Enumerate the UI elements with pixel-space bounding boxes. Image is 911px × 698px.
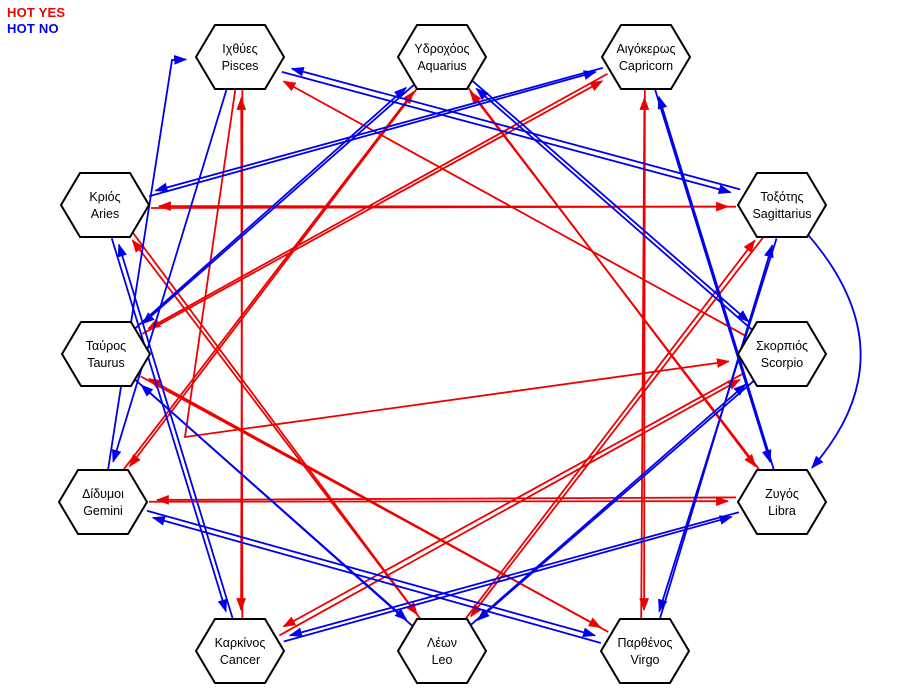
node-label-english-gemini: Gemini (83, 504, 123, 518)
node-label-greek-aquarius: Υδροχόος (414, 42, 469, 56)
edge-libra-capricorn-no (657, 95, 775, 470)
legend-item-hot-no: HOT NO (7, 21, 59, 36)
node-shape-pisces (194, 24, 286, 90)
edge-capricorn-taurus-yes (147, 72, 608, 330)
edge-virgo-taurus-yes (148, 378, 609, 633)
edge-gemini-virgo-no (146, 509, 597, 638)
node-label-english-capricorn: Capricorn (619, 59, 673, 73)
node-label-greek-virgo: Παρθένος (617, 636, 672, 650)
node-label-greek-capricorn: Αιγόκερως (616, 42, 675, 56)
node-shape-cancer (194, 618, 286, 684)
node-label-english-aries: Aries (91, 207, 119, 221)
edge-capricorn-aries-no (154, 67, 604, 193)
edge-cancer-libra-no (283, 515, 733, 643)
edge-pisces-scorpio-yes (183, 89, 730, 439)
edge-scorpio-cancer-yes (282, 372, 746, 628)
node-label-english-sagittarius: Sagittarius (752, 207, 811, 221)
edge-scorpio-leo-no (476, 379, 755, 621)
node-label-english-leo: Leo (432, 653, 453, 667)
node-label-english-pisces: Pisces (222, 59, 259, 73)
edge-aquarius-libra-yes (465, 84, 757, 468)
node-shape-capricorn (600, 24, 692, 90)
legend-item-hot-yes: HOT YES (7, 5, 66, 20)
edge-gemini-libra-yes (148, 496, 730, 507)
node-shape-scorpio (736, 321, 828, 387)
edge-pisces-sagittarius-no (281, 71, 732, 194)
edge-layer (107, 55, 862, 644)
edge-cancer-scorpio-yes (278, 378, 741, 637)
node-label-greek-aries: Κριός (89, 190, 120, 204)
node-shape-taurus (60, 321, 152, 387)
edge-capricorn-libra-no (654, 89, 772, 464)
edge-scorpio-pisces-yes (282, 80, 745, 336)
node-label-greek-leo: Λέων (427, 636, 457, 650)
edge-aries-capricorn-no (148, 70, 597, 198)
node-label-english-libra: Libra (768, 504, 796, 518)
edge-aquarius-gemini-yes (129, 84, 421, 468)
node-label-greek-cancer: Καρκίνος (215, 636, 266, 650)
node-shape-virgo (599, 618, 691, 684)
node-shape-aquarius (396, 24, 488, 90)
edge-cancer-aries-no (117, 243, 234, 619)
node-label-english-virgo: Virgo (631, 653, 660, 667)
node-shape-sagittarius (736, 172, 828, 238)
edge-aries-leo-yes (130, 230, 418, 616)
node-label-english-taurus: Taurus (87, 356, 125, 370)
edge-taurus-capricorn-yes (141, 80, 604, 335)
node-label-greek-gemini: Δίδυμοι (82, 487, 124, 501)
edge-leo-sagittarius-yes (462, 239, 756, 623)
edge-leo-scorpio-no (470, 383, 747, 626)
edge-sagittarius-pisces-no (290, 66, 741, 191)
edge-sagittarius-virgo-no (658, 238, 778, 613)
node-label-greek-taurus: Ταύρος (86, 339, 126, 353)
node-shape-libra (736, 469, 828, 535)
edge-sagittarius-libra-no (805, 232, 862, 469)
edge-libra-gemini-yes (155, 495, 737, 505)
edge-virgo-gemini-no (151, 516, 602, 644)
node-shape-leo (396, 618, 488, 684)
edge-aquarius-scorpio-no (471, 79, 750, 323)
node-shape-aries (59, 172, 151, 238)
edge-leo-taurus-no (140, 384, 413, 627)
edge-leo-aries-yes (131, 239, 423, 622)
legend: HOT YES HOT NO (7, 5, 65, 37)
edge-sagittarius-aries-yes (157, 201, 737, 212)
edge-taurus-aquarius-no (134, 86, 407, 329)
edge-aries-cancer-no (110, 237, 228, 613)
edge-pisces-cancer-yes (236, 89, 247, 612)
edge-sagittarius-leo-yes (470, 235, 765, 618)
edge-capricorn-virgo-yes (639, 89, 649, 612)
node-shape-gemini (57, 469, 149, 535)
edge-libra-cancer-no (288, 511, 740, 638)
edge-gemini-aquarius-yes (121, 90, 415, 472)
node-label-english-cancer: Cancer (220, 653, 260, 667)
edge-scorpio-aquarius-no (475, 87, 753, 331)
node-label-english-aquarius: Aquarius (417, 59, 466, 73)
edge-pisces-gemini-no (111, 87, 228, 463)
edge-aquarius-taurus-no (141, 83, 416, 325)
node-label-greek-pisces: Ιχθύες (222, 42, 257, 56)
node-label-greek-scorpio: Σκορπιός (756, 339, 808, 353)
node-label-greek-libra: Ζυγός (765, 487, 799, 501)
node-label-english-scorpio: Scorpio (761, 356, 803, 370)
node-label-greek-sagittarius: Τοξότης (760, 190, 803, 204)
